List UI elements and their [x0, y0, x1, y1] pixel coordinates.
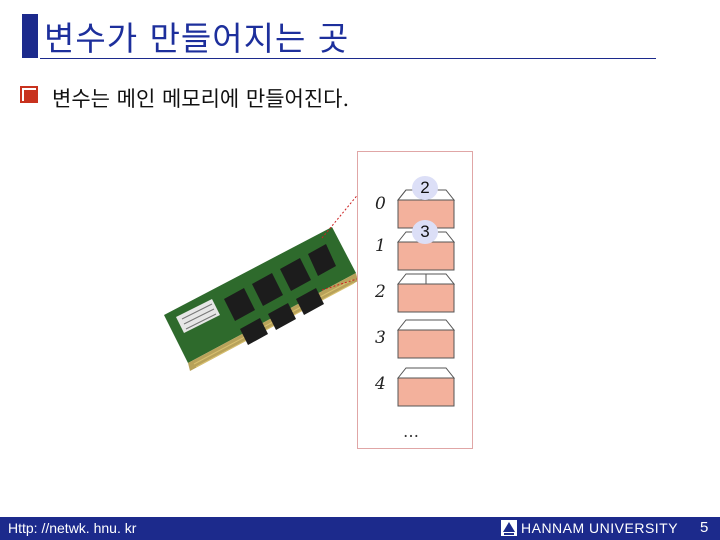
university-logo-icon	[501, 520, 517, 536]
page-number: 5	[700, 519, 709, 536]
memory-box	[396, 318, 456, 360]
memory-connector-lines	[321, 191, 361, 291]
memory-box	[396, 366, 456, 408]
footer-bar: Http: //netwk. hnu. kr HANNAM UNIVERSITY…	[0, 517, 720, 540]
title-accent-bar	[22, 14, 38, 58]
slot-index: 3	[375, 328, 386, 348]
slot-index: 1	[375, 236, 386, 256]
memory-panel: 0 2 1 3 2 3	[357, 151, 473, 449]
box-icon	[396, 367, 456, 407]
memory-box	[396, 272, 456, 314]
value-circle: 3	[412, 220, 438, 244]
slot-index: 0	[375, 194, 386, 214]
footer-url[interactable]: Http: //netwk. hnu. kr	[8, 520, 137, 536]
ram-module-image	[164, 227, 358, 371]
checkbox-bullet-icon	[20, 86, 38, 103]
title-underline	[40, 58, 656, 59]
slot-index: 2	[375, 282, 386, 302]
box-icon	[396, 319, 456, 359]
slot-index: 4	[375, 374, 386, 394]
bullet-text: 변수는 메인 메모리에 만들어진다.	[52, 87, 350, 111]
slide-title: 변수가 만들어지는 곳	[44, 19, 350, 58]
memory-ellipsis: …	[403, 422, 419, 441]
value-circle: 2	[412, 176, 438, 200]
footer-university: HANNAM UNIVERSITY	[521, 520, 679, 536]
box-icon	[396, 273, 456, 313]
